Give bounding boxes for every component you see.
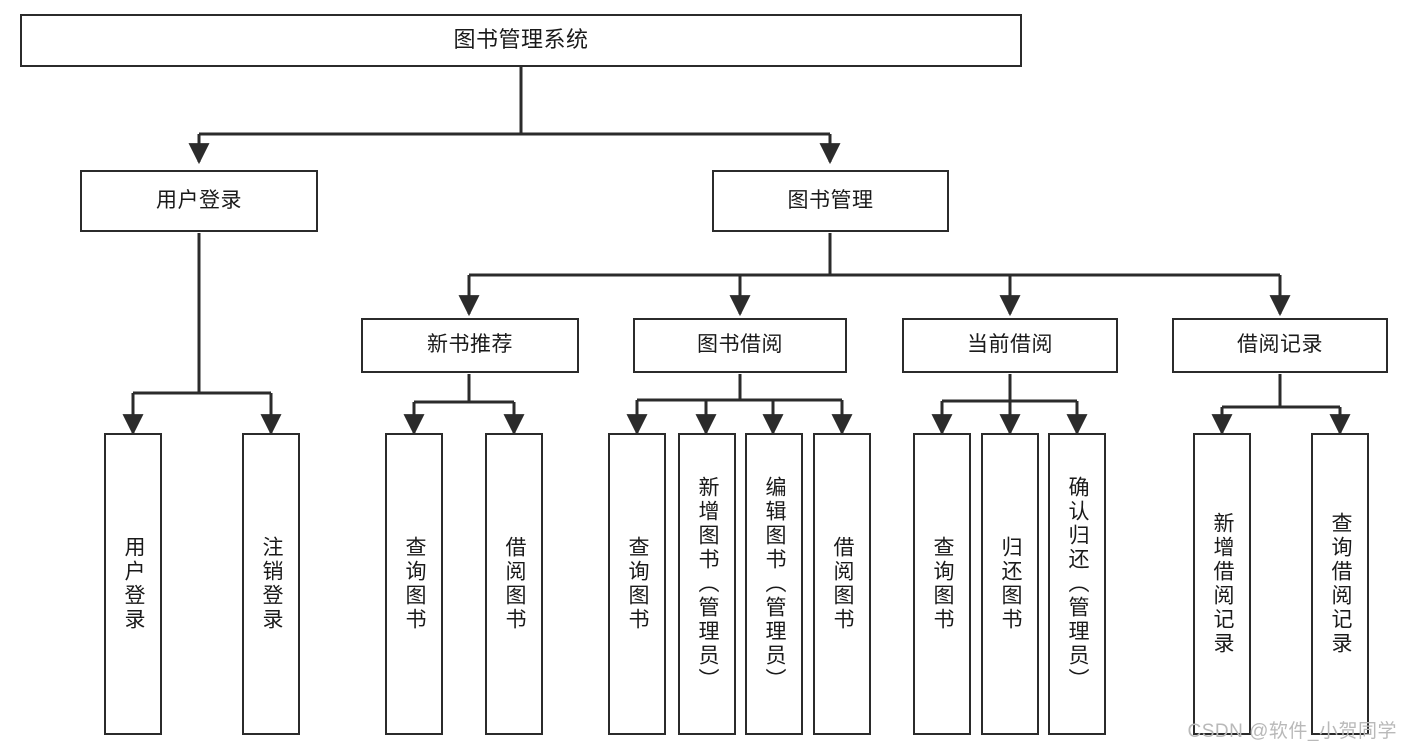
node-leaf-query-book-2-label: 查询图书 [626, 536, 650, 632]
node-user-login-label: 用户登录 [156, 188, 242, 212]
node-leaf-add-book-label: 新增图书（管理员） [696, 476, 720, 692]
node-leaf-add-record[interactable]: 新增借阅记录 [1193, 433, 1251, 735]
node-book-manage[interactable]: 图书管理 [712, 170, 949, 232]
node-leaf-edit-book-label: 编辑图书（管理员） [763, 476, 787, 692]
node-leaf-borrow-book-1-label: 借阅图书 [503, 536, 527, 632]
node-leaf-confirm-return-label: 确认归还（管理员） [1066, 476, 1090, 692]
node-root-label: 图书管理系统 [453, 27, 589, 53]
node-leaf-query-book-3[interactable]: 查询图书 [913, 433, 971, 735]
node-borrow-record-label: 借阅记录 [1237, 333, 1323, 357]
node-book-borrow-label: 图书借阅 [697, 333, 783, 357]
node-leaf-query-book-1[interactable]: 查询图书 [385, 433, 443, 735]
node-user-login[interactable]: 用户登录 [80, 170, 318, 232]
node-leaf-query-book-1-label: 查询图书 [403, 536, 427, 632]
node-leaf-query-record-label: 查询借阅记录 [1329, 512, 1353, 656]
node-leaf-add-record-label: 新增借阅记录 [1211, 512, 1235, 656]
node-leaf-add-book[interactable]: 新增图书（管理员） [678, 433, 736, 735]
node-leaf-query-book-3-label: 查询图书 [931, 536, 955, 632]
node-leaf-user-login-label: 用户登录 [122, 536, 146, 632]
node-leaf-confirm-return[interactable]: 确认归还（管理员） [1048, 433, 1106, 735]
node-leaf-logout[interactable]: 注销登录 [242, 433, 300, 735]
csdn-watermark: CSDN @软件_小贺同学 [1187, 721, 1397, 742]
node-current-borrow-label: 当前借阅 [967, 333, 1053, 357]
node-leaf-query-book-2[interactable]: 查询图书 [608, 433, 666, 735]
node-leaf-logout-label: 注销登录 [260, 536, 284, 632]
node-leaf-query-record[interactable]: 查询借阅记录 [1311, 433, 1369, 735]
node-borrow-record[interactable]: 借阅记录 [1172, 318, 1388, 373]
node-leaf-return-book[interactable]: 归还图书 [981, 433, 1039, 735]
node-leaf-user-login[interactable]: 用户登录 [104, 433, 162, 735]
node-book-borrow[interactable]: 图书借阅 [633, 318, 847, 373]
node-book-manage-label: 图书管理 [787, 188, 874, 212]
node-new-book-recommend-label: 新书推荐 [427, 333, 513, 357]
node-leaf-borrow-book-1[interactable]: 借阅图书 [485, 433, 543, 735]
node-new-book-recommend[interactable]: 新书推荐 [361, 318, 579, 373]
node-root[interactable]: 图书管理系统 [20, 14, 1022, 67]
node-leaf-borrow-book-2[interactable]: 借阅图书 [813, 433, 871, 735]
node-leaf-edit-book[interactable]: 编辑图书（管理员） [745, 433, 803, 735]
node-current-borrow[interactable]: 当前借阅 [902, 318, 1118, 373]
node-leaf-borrow-book-2-label: 借阅图书 [831, 536, 855, 632]
node-leaf-return-book-label: 归还图书 [999, 536, 1023, 632]
